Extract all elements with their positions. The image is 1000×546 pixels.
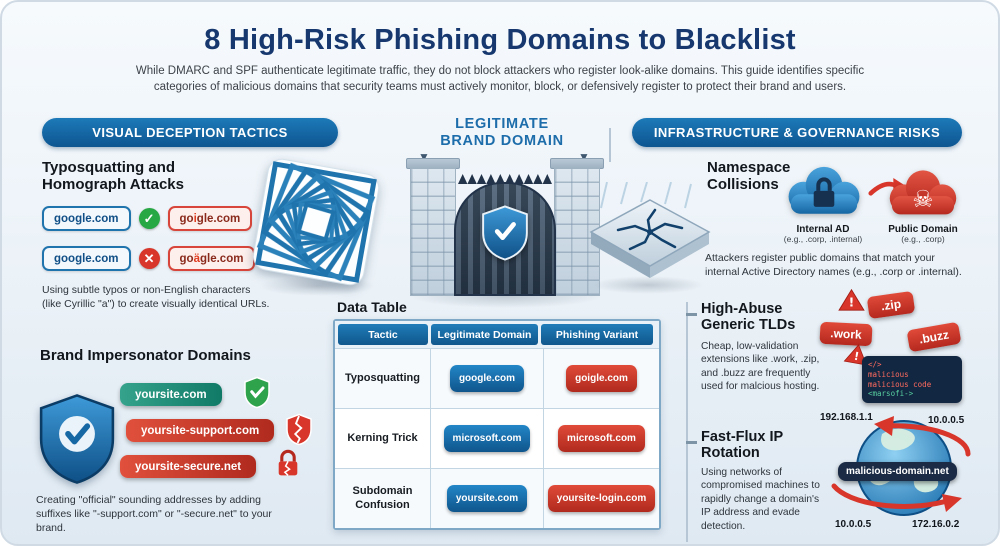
malicious-domain-badge: malicious-domain.net [838,462,957,481]
ip-label: 172.16.0.2 [912,519,960,530]
banner-visual-deception: VISUAL DECEPTION TACTICS [42,118,338,147]
variant-highlight-char: i [193,212,197,225]
subtitle-line-1: While DMARC and SPF authenticate legitim… [135,65,865,77]
tactic-cell: Kerning Trick [335,408,431,468]
typosquatting-heading: Typosquatting and Homograph Attacks [42,159,184,193]
shield-check-icon [244,376,270,409]
table-header-tactic: Tactic [338,324,428,345]
malicious-code-box: </> malicious malicious code <marsofi-> [862,356,962,403]
legit-domain-button: google.com [449,365,525,392]
warning-mark: ! [849,295,855,310]
tactic-cell: Typosquatting [335,348,431,408]
page-title: 8 High-Risk Phishing Domains to Blacklis… [204,24,796,56]
impersonator-description: Creating "official" sounding addresses b… [36,494,272,534]
legit-domain-button: yoursite.com [446,485,528,512]
phishing-domain-button: goigle.com [566,365,637,392]
tlds-heading: High-Abuse Generic TLDs [701,301,796,334]
skull-icon: ☠ [912,185,933,213]
slab-shadow [592,276,704,294]
impersonator-domain-bad: yoursite-support.com [126,419,275,442]
chevron-down-icon: ▼ [418,150,430,164]
warning-mark: ! [853,350,860,364]
variant-prefix: go [179,212,194,225]
namespace-heading: Namespace Collisions [707,159,791,193]
tld-tag-buzz: .buzz [906,321,962,353]
broken-lock-icon [278,449,298,476]
legit-domain-chip: google.com [42,206,131,231]
chevron-down-icon: ▼ [578,150,590,164]
code-line: <marsofi-> [868,389,914,399]
table-header-phishing-variant: Phishing Variant [541,324,653,345]
variant-suffix: gle.com [196,212,241,225]
right-divider-line [686,302,688,542]
tld-tag-zip: .zip [866,290,916,320]
legit-domain-chip: google.com [42,246,131,271]
code-line: malicious [868,369,909,379]
ip-label: 10.0.0.5 [928,415,965,426]
phishing-domain-button: yoursite-login.com [547,485,656,512]
gate-illustration: ▼ ▼ [406,150,604,296]
tactic-cell: Subdomain Confusion [335,468,431,528]
public-cloud-skull-icon: ☠ [889,170,957,215]
subtitle-line-2: categories of malicious domains that sec… [153,81,847,93]
phishing-domain-button: microsoft.com [558,425,645,452]
legit-domain-button: microsoft.com [443,425,531,452]
ip-label: 192.168.1.1 [820,412,873,423]
code-line: </> [868,360,882,369]
fastflux-tick [686,441,697,444]
internal-ad-label: Internal AD [796,224,850,235]
broken-shield-icon [286,413,312,446]
data-table: Tactic Legitimate Domain Phishing Varian… [333,319,661,530]
namespace-description: Attackers register public domains that m… [705,252,962,278]
fastflux-heading: Fast-Flux IP Rotation [701,429,783,462]
impersonator-domain-bad: yoursite-secure.net [120,455,257,478]
variant-prefix: go [179,252,194,265]
warning-triangle-icon: ! [838,288,865,311]
typosquatting-description: Using subtle typos or non-English charac… [42,284,270,310]
variant-suffix: gle.com [200,252,244,265]
code-line: malicious code [868,379,932,389]
internal-ad-sub: (e.g., .corp, .internal) [783,234,863,244]
banner-infrastructure-risks: INFRASTRUCTURE & GOVERNANCE RISKS [632,118,962,147]
internal-cloud-lock-icon [788,166,860,214]
tlds-description: Cheap, low-validation extensions like .w… [701,341,820,393]
connector-line [609,128,611,162]
pillar-left [410,168,456,296]
impersonator-domain-safe: yoursite.com [120,383,222,406]
data-table-heading: Data Table [337,299,407,315]
public-domain-label: Public Domain [888,224,958,235]
center-label: LEGITIMATE BRAND DOMAIN [417,116,587,149]
table-header-row: Tactic Legitimate Domain Phishing Varian… [335,321,659,348]
center-label-line1: LEGITIMATE [455,116,549,132]
warning-triangle-icon: ! [843,344,868,366]
variant-highlight-char: ä [193,252,200,265]
cross-icon: ✕ [138,248,160,269]
brand-shield-icon [39,394,115,484]
table-row: Subdomain Confusion yoursite.com yoursit… [335,468,659,528]
ip-label: 10.0.0.5 [835,519,872,530]
fastflux-description: Using networks of compromised machines t… [701,467,820,532]
table-header-legitimate-domain: Legitimate Domain [431,324,538,345]
public-domain-sub: (e.g., .corp) [901,234,945,244]
table-row: Typosquatting google.com goigle.com [335,348,659,408]
gate-shield-icon [482,205,528,261]
table-row: Kerning Trick microsoft.com microsoft.co… [335,408,659,468]
spiral-illusion-icon [252,158,380,286]
cracked-slab-icon [589,182,711,278]
impersonator-heading: Brand Impersonator Domains [40,347,251,364]
center-label-line2: BRAND DOMAIN [440,132,564,149]
tld-tick [686,313,697,316]
check-icon: ✓ [138,208,160,229]
